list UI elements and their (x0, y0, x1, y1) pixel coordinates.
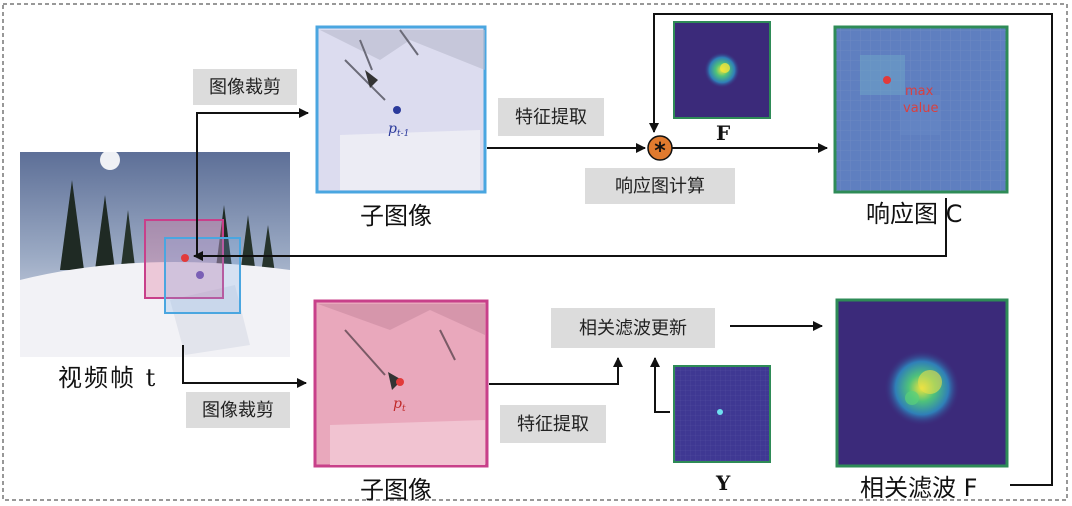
p-prev-label: pt-1 (388, 121, 409, 139)
crop-top-label: 图像裁剪 (209, 77, 281, 98)
response-map-C: max value (833, 25, 1009, 194)
response-calc-label: 响应图计算 (615, 176, 705, 197)
filter-update-box (551, 308, 715, 348)
convolution-symbol: * (654, 139, 666, 164)
video-frame-caption: 视频帧 t (58, 364, 157, 392)
sub-image-bottom (313, 299, 489, 468)
Y-label: Y (715, 471, 731, 495)
sub-image-top-caption: 子图像 (360, 202, 432, 230)
crop-bottom-box (186, 392, 290, 428)
p-curr-label: pt (393, 396, 406, 414)
flow-arrows (182, 13, 1053, 486)
sub-image-bottom-caption: 子图像 (360, 476, 432, 504)
target-Y-thumbnail (673, 365, 771, 463)
video-frame-image (20, 150, 290, 357)
feature-bottom-box (500, 405, 606, 443)
feature-top-box (498, 98, 604, 136)
crop-bottom-label: 图像裁剪 (202, 400, 274, 421)
filter-F-thumbnail (673, 21, 771, 119)
feature-bottom-label: 特征提取 (517, 414, 589, 435)
max-value-annotation-2: value (903, 101, 939, 116)
outer-dashed-border (2, 3, 1068, 501)
sub-image-top (315, 25, 487, 194)
feature-top-label: 特征提取 (515, 107, 587, 128)
filter-update-label: 相关滤波更新 (579, 318, 687, 339)
crop-top-box (193, 69, 297, 105)
F-label: F (716, 121, 730, 145)
correlation-filter-F (835, 298, 1009, 468)
max-value-annotation-1: max (905, 84, 934, 99)
response-map-caption: 响应图 C (866, 200, 962, 228)
response-calc-box (585, 168, 735, 204)
filter-caption: 相关滤波 F (860, 474, 977, 502)
